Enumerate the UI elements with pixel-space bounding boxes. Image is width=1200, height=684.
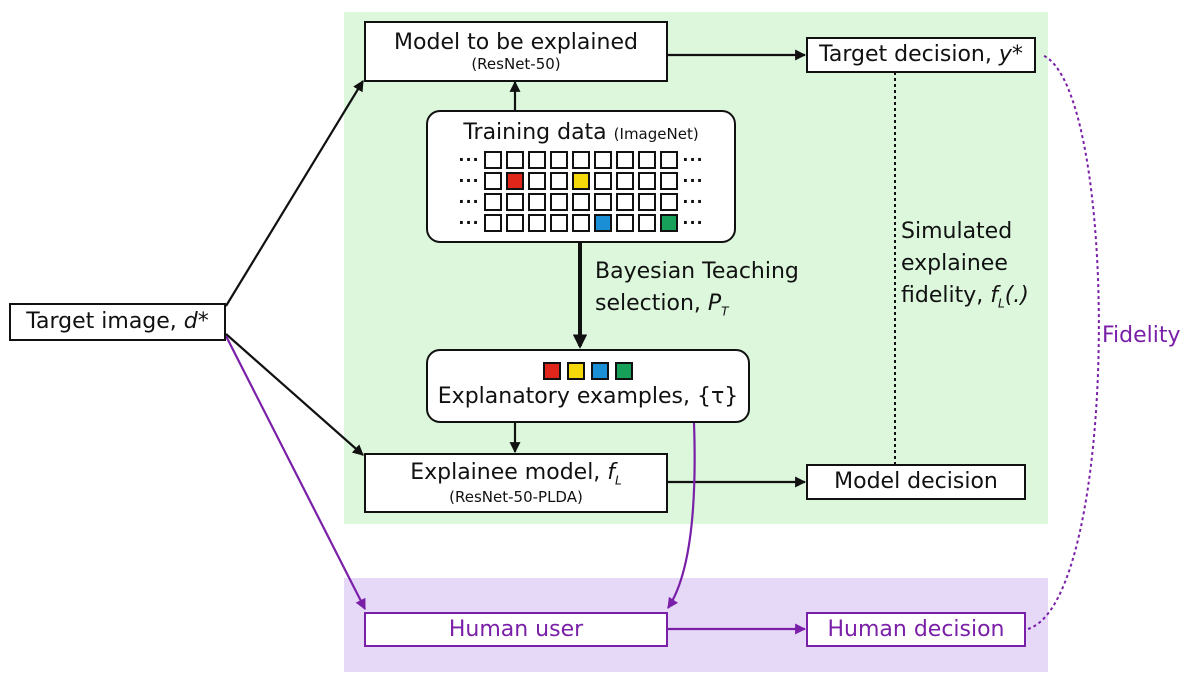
training-sample-cell	[638, 214, 656, 233]
selection-sub: T	[721, 304, 729, 319]
training-sample-cell	[616, 214, 634, 233]
training-sample-cell	[506, 172, 524, 191]
example-swatch	[567, 362, 585, 381]
training-grid: ························	[458, 150, 704, 233]
training-sample-cell	[550, 151, 568, 170]
ellipsis-right: ···	[682, 150, 704, 170]
ellipsis-left: ···	[458, 192, 480, 212]
training-sample-cell	[594, 193, 612, 212]
training-sample-cell	[572, 151, 590, 170]
arrow-image-to-human	[225, 335, 366, 610]
training-sample-cell	[528, 151, 546, 170]
training-sample-cell	[506, 151, 524, 170]
training-sample-cell	[550, 193, 568, 212]
training-sample-cell	[528, 193, 546, 212]
training-subtitle: (ImageNet)	[613, 125, 699, 143]
ellipsis-left: ···	[458, 213, 480, 233]
example-swatch	[543, 362, 561, 381]
example-swatch	[615, 362, 633, 381]
simulated-suffix: (.)	[1004, 282, 1029, 308]
training-sample-cell	[660, 151, 678, 170]
ellipsis-right: ···	[682, 213, 704, 233]
model-title: Model to be explained	[394, 30, 638, 56]
training-data-box: Training data (ImageNet) ···············…	[426, 110, 736, 243]
human-decision-box: Human decision	[806, 612, 1026, 647]
model-decision-box: Model decision	[806, 464, 1026, 500]
training-sample-cell	[594, 151, 612, 170]
arrow-image-to-model	[225, 80, 364, 307]
ellipsis-left: ···	[458, 150, 480, 170]
training-grid-row: ··· ···	[458, 171, 704, 191]
training-sample-cell	[572, 214, 590, 233]
training-sample-cell	[660, 214, 678, 233]
simulated-fidelity-label: Simulated explainee fidelity, fL(.)	[901, 216, 1029, 313]
training-sample-cell	[572, 193, 590, 212]
target-image-label: Target image,	[26, 309, 184, 335]
training-sample-cell	[506, 214, 524, 233]
simulated-sub: L	[997, 296, 1005, 311]
training-sample-cell	[528, 214, 546, 233]
human-user-box: Human user	[364, 612, 668, 647]
explainee-title: Explainee model,	[410, 460, 608, 486]
training-grid-row: ··· ···	[458, 213, 704, 233]
target-image-var: d*	[183, 309, 209, 335]
training-sample-cell	[638, 151, 656, 170]
training-sample-cell	[594, 214, 612, 233]
selection-var: P	[707, 290, 722, 316]
model-decision-label: Model decision	[834, 469, 998, 495]
arrow-image-to-explainee	[225, 333, 364, 456]
training-sample-cell	[616, 193, 634, 212]
example-swatches	[543, 362, 633, 381]
explanatory-examples-box: Explanatory examples, {τ}	[426, 349, 750, 423]
model-box: Model to be explained (ResNet-50)	[364, 21, 668, 82]
training-sample-cell	[484, 193, 502, 212]
selection-line2: selection,	[595, 290, 708, 316]
training-sample-cell	[528, 172, 546, 191]
human-user-label: Human user	[448, 616, 584, 642]
selection-line1: Bayesian Teaching	[595, 259, 799, 284]
examples-label: Explanatory examples, {τ}	[437, 384, 739, 410]
training-sample-cell	[616, 151, 634, 170]
target-image-box: Target image, d*	[9, 303, 226, 341]
training-sample-cell	[638, 193, 656, 212]
explainee-model-box: Explainee model, fL (ResNet-50-PLDA)	[364, 453, 668, 513]
human-decision-label: Human decision	[827, 616, 1005, 642]
training-sample-cell	[550, 172, 568, 191]
training-sample-cell	[660, 172, 678, 191]
explanation-panel	[344, 12, 1048, 524]
ellipsis-left: ···	[458, 171, 480, 191]
explainee-var: f	[607, 460, 616, 486]
training-sample-cell	[616, 172, 634, 191]
ellipsis-right: ···	[682, 171, 704, 191]
simulated-var: f	[990, 282, 998, 308]
training-sample-cell	[484, 172, 502, 191]
training-grid-row: ··· ···	[458, 150, 704, 170]
model-subtitle: (ResNet-50)	[471, 54, 561, 73]
fidelity-curve	[1027, 54, 1100, 630]
training-sample-cell	[484, 151, 502, 170]
selection-label: Bayesian Teaching selection, PT	[595, 256, 799, 321]
training-sample-cell	[660, 193, 678, 212]
arrow-examples-to-human	[667, 422, 696, 609]
simulated-line3: fidelity,	[901, 282, 991, 308]
training-sample-cell	[638, 172, 656, 191]
training-sample-cell	[484, 214, 502, 233]
training-sample-cell	[506, 193, 524, 212]
ellipsis-right: ···	[682, 192, 704, 212]
fidelity-label: Fidelity	[1102, 323, 1181, 348]
explainee-subtitle: (ResNet-50-PLDA)	[449, 487, 583, 506]
example-swatch	[591, 362, 609, 381]
training-grid-row: ··· ···	[458, 192, 704, 212]
target-decision-box: Target decision, y*	[806, 37, 1036, 73]
simulated-line2: explainee	[901, 250, 1008, 276]
simulated-line1: Simulated	[901, 219, 1013, 244]
target-decision-label: Target decision,	[819, 42, 999, 68]
training-sample-cell	[550, 214, 568, 233]
training-sample-cell	[594, 172, 612, 191]
training-title: Training data	[463, 120, 607, 145]
training-sample-cell	[572, 172, 590, 191]
explainee-sub: L	[615, 473, 622, 488]
target-decision-var: y*	[998, 42, 1023, 68]
